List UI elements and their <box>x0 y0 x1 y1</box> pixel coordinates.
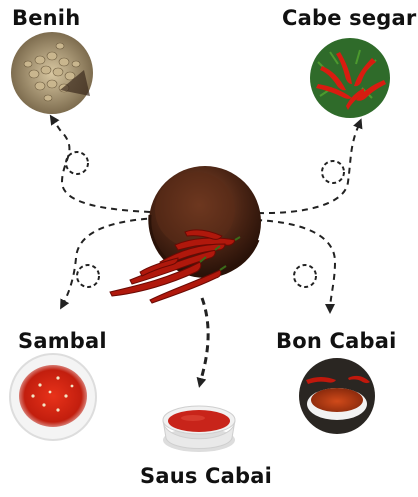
node-label-sambal: Sambal <box>18 329 107 353</box>
chili-sauce-bowl-icon <box>163 406 235 452</box>
bowl-of-dried-chilies-icon <box>110 166 261 303</box>
chili-seeds-icon <box>11 32 93 114</box>
connector-bon-cabai <box>256 220 335 310</box>
fresh-chilies-icon <box>310 38 390 118</box>
node-label-cabe-segar: Cabe segar <box>282 6 416 30</box>
chili-powder-bowl-icon <box>299 358 375 434</box>
sambal-bowl-icon <box>10 354 96 440</box>
connector-saus-cabai <box>200 298 208 384</box>
node-label-benih: Benih <box>12 6 80 30</box>
node-label-saus-cabai: Saus Cabai <box>140 464 272 488</box>
connector-benih <box>52 118 150 212</box>
node-label-bon-cabai: Bon Cabai <box>276 329 396 353</box>
connector-cabe-segar <box>258 122 360 213</box>
